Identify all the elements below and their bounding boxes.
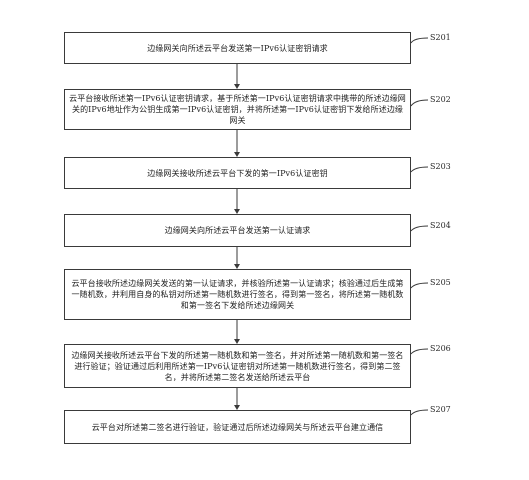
step-label-s206: S206 <box>430 344 451 353</box>
leader-s201 <box>410 37 429 44</box>
step-box-s201: 边缘网关向所述云平台发送第一IPv6认证密钥请求 <box>64 32 411 64</box>
step-text-s203: 边缘网关接收所述云平台下发的第一IPv6认证密钥 <box>147 168 328 178</box>
step-box-s205: 云平台接收所述边缘网关发送的第一认证请求，并核验所述第一认证请求；核验通过后生成… <box>64 269 411 320</box>
step-label-s207: S207 <box>430 405 451 414</box>
leader-s205 <box>410 282 429 289</box>
arrow-s201-s202 <box>234 64 240 89</box>
step-label-s202: S202 <box>430 95 451 104</box>
arrow-s205-s206 <box>234 320 240 344</box>
arrow-s206-s207 <box>234 388 240 410</box>
leader-s204 <box>410 225 429 232</box>
step-text-s202: 云平台接收所述第一IPv6认证密钥请求，基于所述第一IPv6认证密钥请求中携带的… <box>69 94 406 125</box>
step-text-s207: 云平台对所述第二签名进行验证，验证通过后所述边缘网关与所述云平台建立通信 <box>91 422 384 432</box>
step-box-s206: 边缘网关接收所述云平台下发的所述第一随机数和第一签名，并对所述第一随机数和第一签… <box>64 344 411 388</box>
step-label-s205: S205 <box>430 278 451 287</box>
step-text-s206: 边缘网关接收所述云平台下发的所述第一随机数和第一签名，并对所述第一随机数和第一签… <box>71 350 404 382</box>
step-box-s202: 云平台接收所述第一IPv6认证密钥请求，基于所述第一IPv6认证密钥请求中携带的… <box>64 89 411 130</box>
step-box-s204: 边缘网关向所述云平台发送第一认证请求 <box>64 214 411 247</box>
step-box-s207: 云平台对所述第二签名进行验证，验证通过后所述边缘网关与所述云平台建立通信 <box>64 410 411 444</box>
leader-s203 <box>410 166 429 173</box>
step-label-s203: S203 <box>430 162 451 171</box>
step-text-s205: 云平台接收所述边缘网关发送的第一认证请求，并核验所述第一认证请求；核验通过后生成… <box>71 279 404 310</box>
step-label-s204: S204 <box>430 221 451 230</box>
leader-s206 <box>410 348 429 355</box>
leader-s202 <box>410 99 429 107</box>
step-text-s204: 边缘网关向所述云平台发送第一认证请求 <box>164 226 311 235</box>
arrow-s202-s203 <box>234 130 240 157</box>
step-box-s203: 边缘网关接收所述云平台下发的第一IPv6认证密钥 <box>64 157 411 189</box>
arrow-s204-s205 <box>234 247 240 269</box>
arrow-s203-s204 <box>234 189 240 214</box>
leader-s207 <box>410 409 429 416</box>
step-label-s201: S201 <box>430 33 451 42</box>
step-text-s201: 边缘网关向所述云平台发送第一IPv6认证密钥请求 <box>147 43 328 53</box>
